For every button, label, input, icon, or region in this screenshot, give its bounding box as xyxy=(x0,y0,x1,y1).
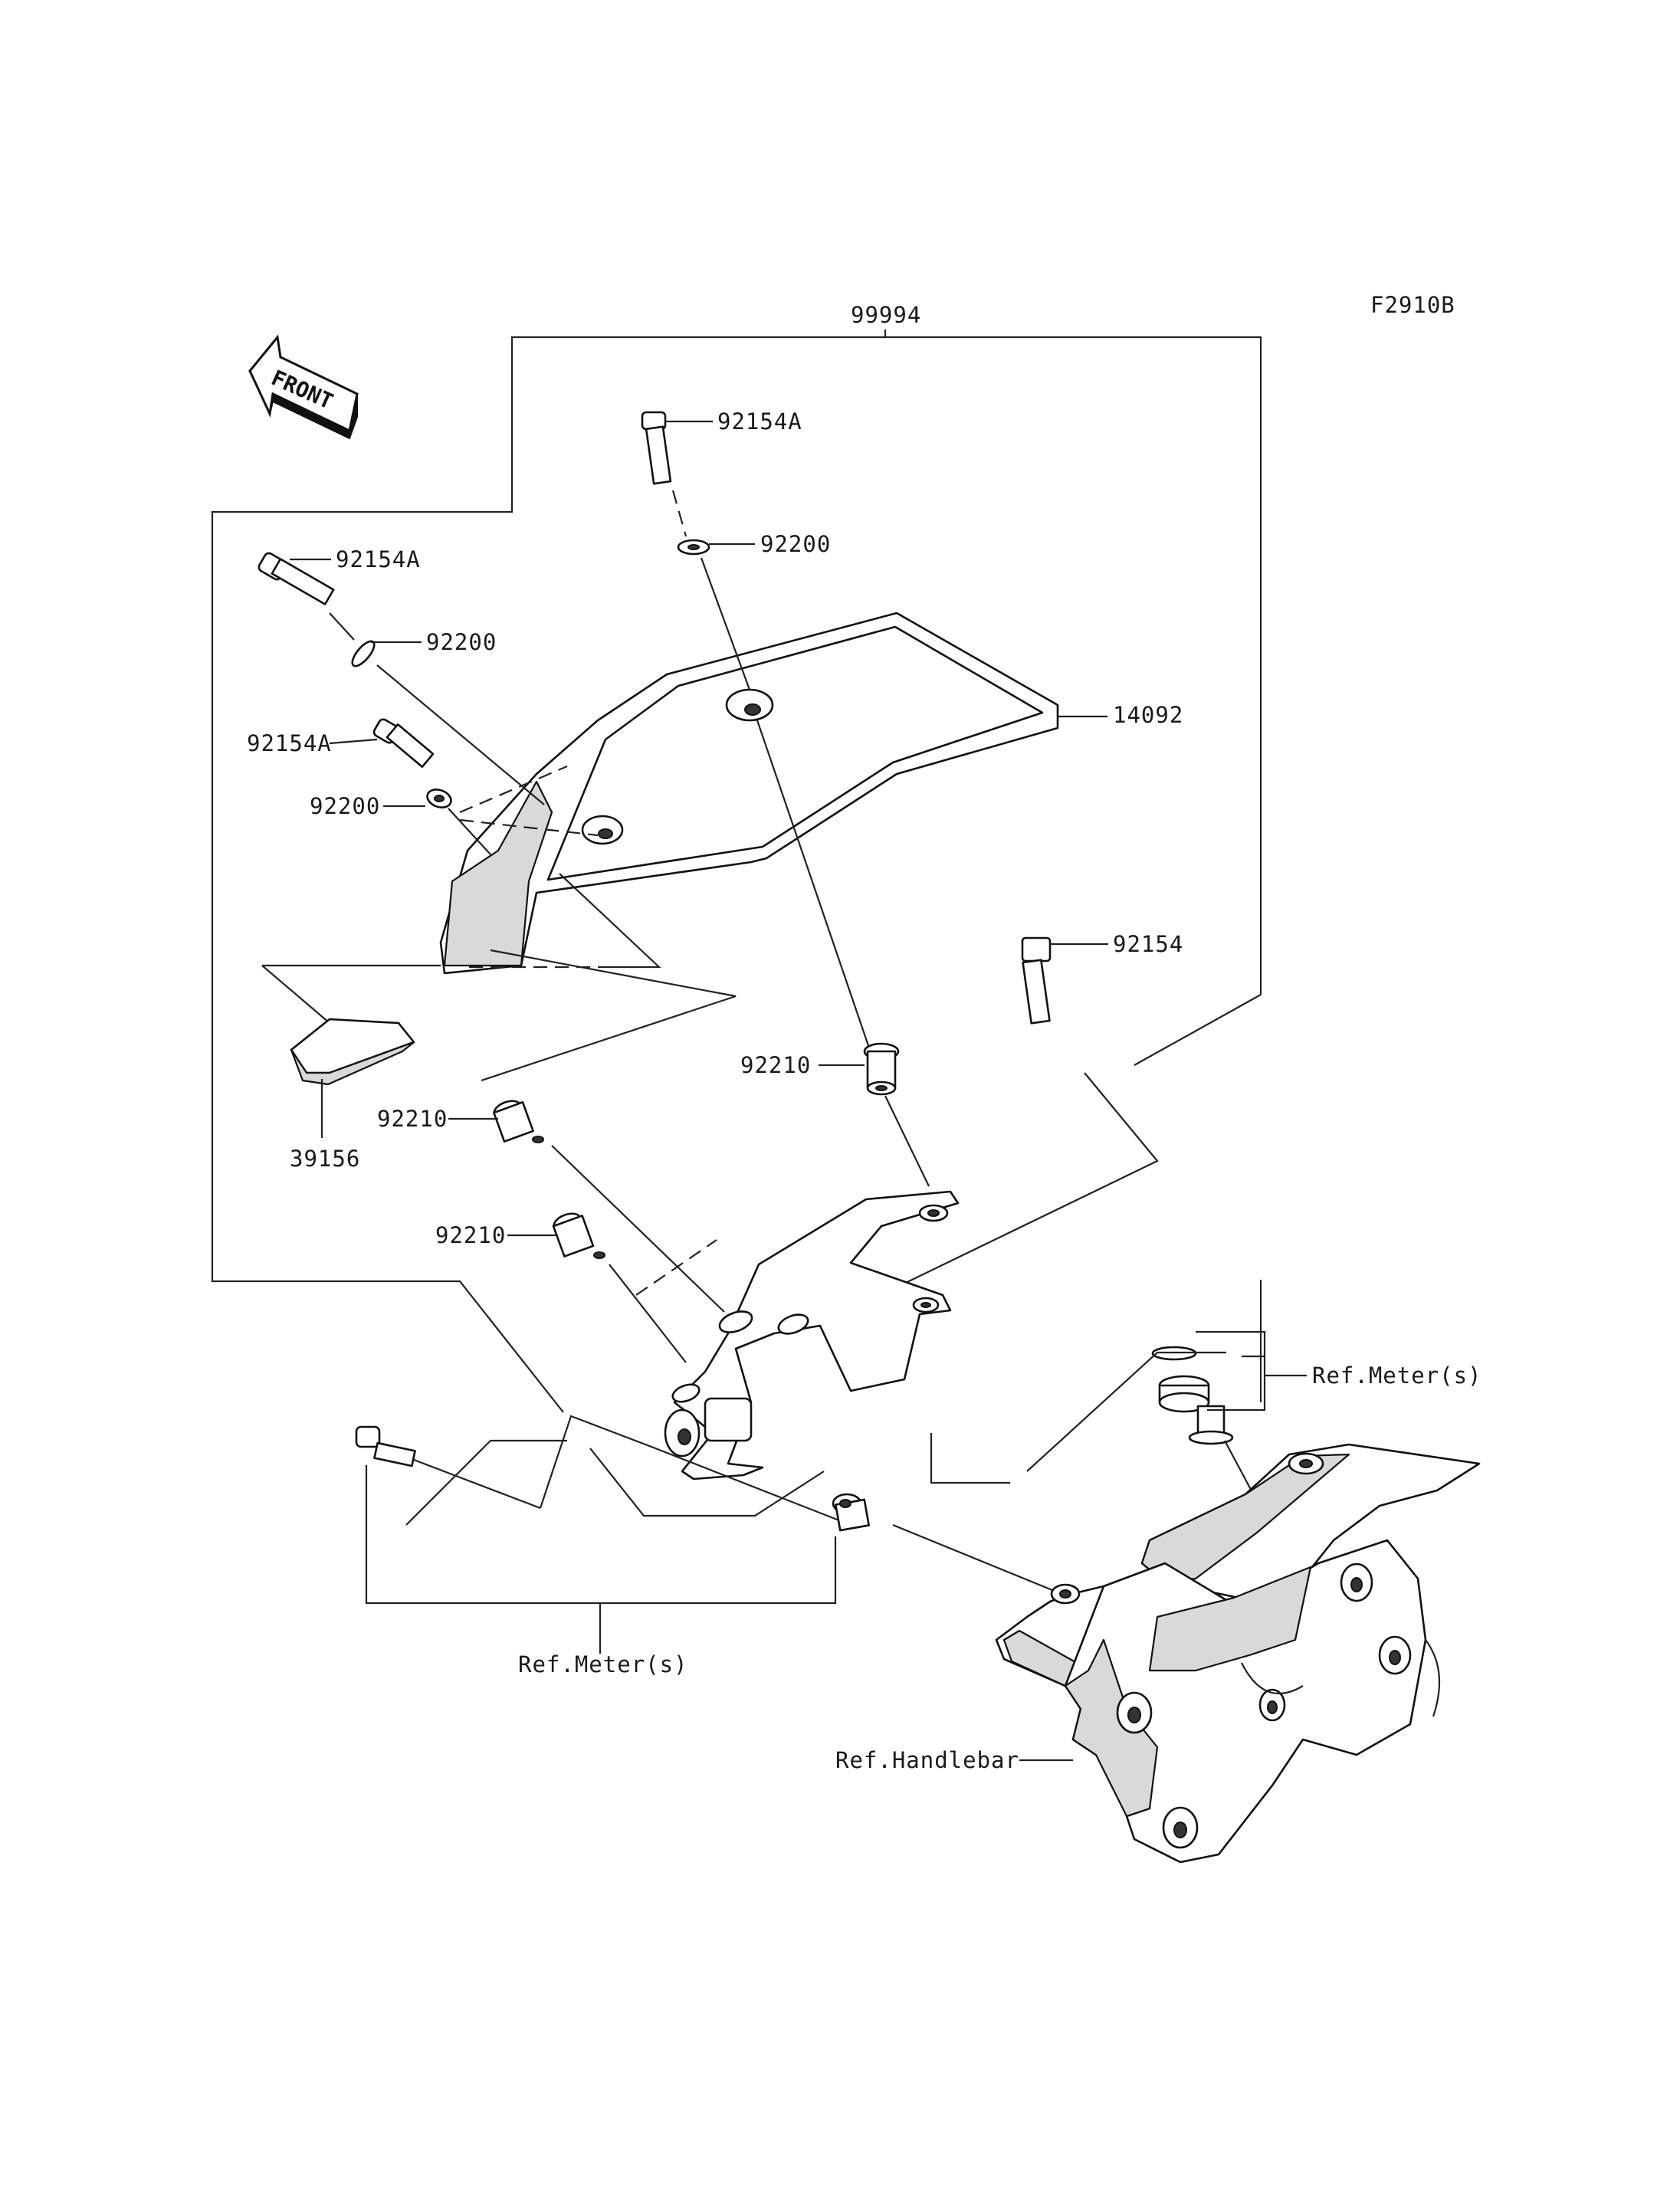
ref-handlebar-label: Ref.Handlebar xyxy=(835,1747,1019,1773)
diagram-code: F2910B xyxy=(1370,292,1455,318)
left-bolt-1-icon: 92154A xyxy=(258,546,421,605)
left-washer-2-label: 92200 xyxy=(310,793,380,819)
collar-center-icon: 92210 xyxy=(740,1042,900,1096)
collar-left-1-label: 92210 xyxy=(377,1106,448,1132)
top-bolt-icon: 92154A xyxy=(641,408,802,485)
pad-label: 39156 xyxy=(290,1146,360,1172)
left-bolt-2-label: 92154A xyxy=(247,730,332,756)
ref-meter-right-label: Ref.Meter(s) xyxy=(1312,1362,1482,1389)
left-washer-2-icon: 92200 xyxy=(310,789,452,819)
small-collar-icon xyxy=(832,1493,870,1532)
right-bolt-label: 92154 xyxy=(1113,931,1183,957)
collar-center-label: 92210 xyxy=(740,1052,811,1078)
front-arrow-icon: FRONT xyxy=(248,334,359,440)
left-washer-1-label: 92200 xyxy=(426,629,497,655)
left-bolt-1-label: 92154A xyxy=(336,546,421,572)
collar-left-1-icon: 92210 xyxy=(377,1100,544,1143)
windshield-part: 14092 xyxy=(439,612,1183,975)
meter-grommet-icon xyxy=(1151,1346,1234,1445)
left-washer-1-icon: 92200 xyxy=(351,629,497,667)
collar-left-2-icon: 92210 xyxy=(435,1212,605,1259)
top-washer-label: 92200 xyxy=(760,531,831,557)
top-bolt-label: 92154A xyxy=(717,408,802,434)
bracket-part xyxy=(664,1190,960,1481)
top-washer-icon: 92200 xyxy=(677,531,831,557)
handlebar-clamp-part xyxy=(995,1443,1481,1864)
ref-meter-bottom-label: Ref.Meter(s) xyxy=(518,1651,688,1677)
small-bolt-icon xyxy=(355,1425,416,1467)
right-bolt-icon: 92154 xyxy=(1021,931,1183,1025)
windshield-label: 14092 xyxy=(1113,702,1183,728)
left-bolt-2-icon: 92154A xyxy=(247,718,435,769)
pad-part: 39156 xyxy=(290,1018,415,1172)
collar-left-2-label: 92210 xyxy=(435,1222,506,1248)
assembly-outline: 99994 xyxy=(211,302,1262,1526)
assembly-number-label: 99994 xyxy=(851,302,921,328)
